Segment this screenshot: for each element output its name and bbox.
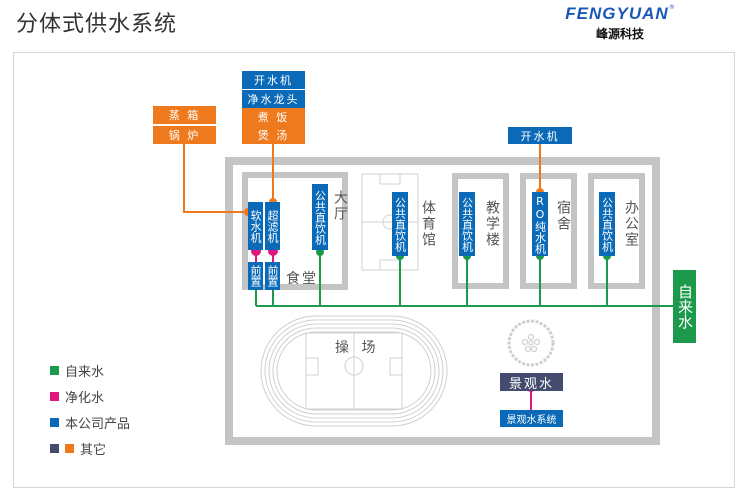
canteen-label: 食堂 bbox=[286, 271, 318, 287]
legend-label: 自来水 bbox=[65, 365, 105, 380]
water-softener-box: 软水机 bbox=[248, 202, 263, 250]
tap-water-pipes bbox=[255, 250, 676, 307]
office-dispenser-box: 公共直饮机 bbox=[599, 192, 615, 256]
legend-swatch-pink bbox=[50, 392, 59, 401]
logo-brand: FENGYUAN® bbox=[555, 4, 685, 24]
logo-chinese-name: 峰源科技 bbox=[595, 27, 644, 41]
legend-label: 其它 bbox=[80, 443, 107, 458]
landscape-system-box: 景观水系统 bbox=[500, 410, 563, 427]
steamer-box: 蒸 箱 bbox=[153, 106, 216, 124]
legend-swatch-blue bbox=[50, 418, 59, 427]
dorm-label: 宿舍 bbox=[555, 200, 571, 232]
prefilter-box-2: 前置 bbox=[265, 262, 280, 290]
office-label: 办公室 bbox=[623, 200, 639, 248]
gym-field bbox=[361, 173, 419, 271]
page-title: 分体式供水系统 bbox=[16, 12, 178, 37]
purified-faucet-box: 净水龙头 bbox=[242, 90, 305, 108]
ultrafilter-box: 超滤机 bbox=[265, 202, 280, 250]
legend-swatch-green bbox=[50, 366, 59, 375]
boiling-water-machine-box: 开水机 bbox=[242, 71, 305, 89]
diagram-card bbox=[13, 52, 735, 488]
campus-wall bbox=[225, 157, 660, 445]
tap-water-inlet-box: 自来水 bbox=[673, 270, 696, 343]
legend-label: 净化水 bbox=[65, 391, 105, 406]
soup-box: 煲 汤 bbox=[242, 126, 305, 144]
prefilter-box-1: 前置 bbox=[248, 262, 263, 290]
hall-label: 大厅 bbox=[332, 190, 348, 222]
teaching-label: 教学楼 bbox=[484, 200, 500, 248]
logo-brand-text: FENGYUAN bbox=[565, 4, 669, 23]
legend-swatch-navy bbox=[50, 444, 59, 453]
legend-item-tap-water: 自来水 bbox=[50, 361, 104, 380]
gym-dispenser-box: 公共直饮机 bbox=[392, 192, 408, 256]
legend-label: 本公司产品 bbox=[65, 417, 131, 432]
registered-mark: ® bbox=[668, 4, 675, 11]
playground-label: 操 场 bbox=[335, 340, 380, 356]
dorm-building bbox=[520, 173, 577, 289]
company-logo: FENGYUAN® 峰源科技 bbox=[555, 4, 685, 42]
other-water-pipes bbox=[183, 143, 541, 213]
teaching-building bbox=[452, 173, 509, 289]
cooking-rice-box: 煮 饭 bbox=[242, 108, 305, 126]
legend-item-company-product: 本公司产品 bbox=[50, 413, 130, 432]
gym-label: 体育馆 bbox=[420, 200, 436, 248]
legend-item-other: 其它 bbox=[50, 439, 106, 458]
legend-item-purified-water: 净化水 bbox=[50, 387, 104, 406]
landscape-water-box: 景观水 bbox=[500, 373, 563, 392]
office-building bbox=[588, 173, 645, 289]
ro-purifier-box: RO纯水机 bbox=[532, 192, 548, 256]
canteen-building bbox=[242, 172, 348, 290]
fountain-icon bbox=[507, 319, 555, 367]
boiler-box: 锅 炉 bbox=[153, 126, 216, 144]
canteen-dispenser-box: 公共直饮机 bbox=[312, 184, 328, 250]
playground-track bbox=[260, 315, 448, 427]
legend-swatch-orange bbox=[65, 444, 74, 453]
teaching-dispenser-box: 公共直饮机 bbox=[459, 192, 475, 256]
dorm-boiling-water-machine-box: 开水机 bbox=[508, 127, 572, 144]
